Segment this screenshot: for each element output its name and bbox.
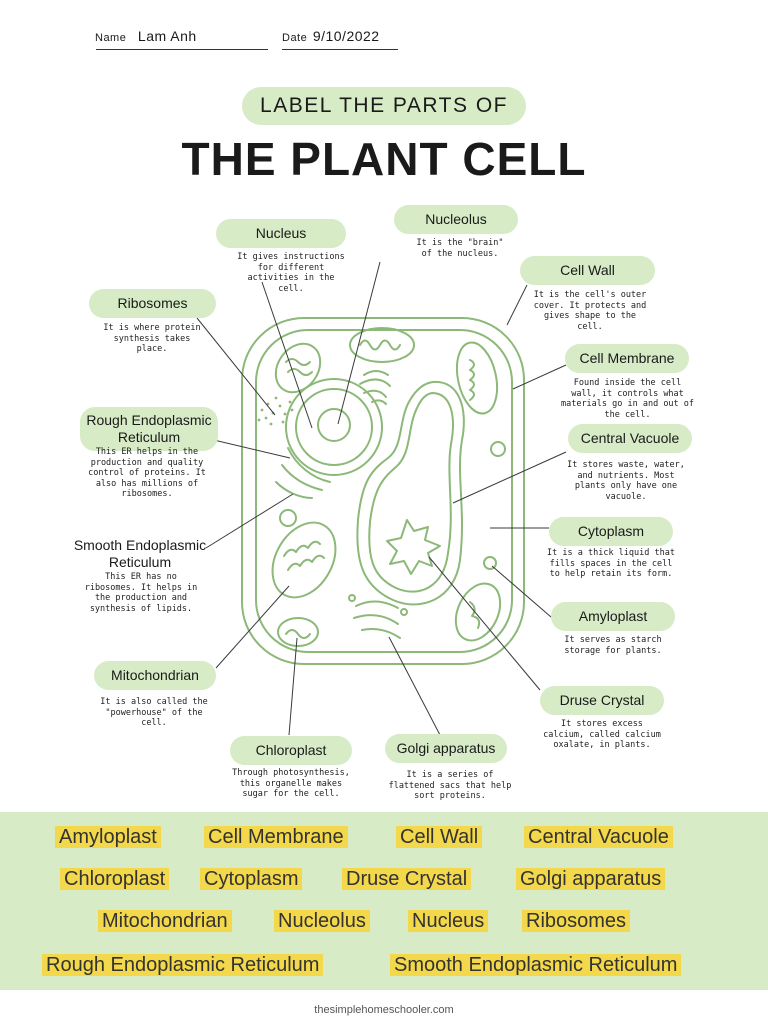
amyloplast-shape [483, 556, 497, 570]
label-chloroplast: Chloroplast [230, 736, 352, 765]
footer-source: thesimplehomeschooler.com [314, 1004, 454, 1016]
desc-cell-wall: It is the cell's outer cover. It protect… [533, 290, 647, 332]
name-underline [96, 49, 268, 50]
druse-crystal-shape [386, 519, 441, 575]
label-smooth-er: Smooth Endoplasmic Reticulum [73, 537, 207, 570]
golgi-shape [355, 600, 399, 609]
date-label: Date [282, 32, 308, 44]
label-ribosomes: Ribosomes [89, 289, 216, 318]
date-field: Date 9/10/2022 [282, 28, 380, 44]
desc-cell-membrane: Found inside the cell wall, it controls … [560, 378, 695, 420]
desc-nucleus: It gives instructions for different acti… [237, 252, 345, 294]
bank-word: Central Vacuole [524, 826, 673, 849]
bank-word: Nucleolus [274, 910, 370, 933]
bank-word: Cytoplasm [200, 868, 303, 891]
desc-golgi: It is a series of flattened sacs that he… [388, 770, 512, 801]
desc-druse-crystal: It stores excess calcium, called calcium… [543, 719, 661, 750]
bank-word: Chloroplast [60, 868, 170, 891]
date-underline [282, 49, 398, 50]
name-value: Lam Anh [137, 28, 197, 44]
label-cell-wall: Cell Wall [520, 256, 655, 285]
chloroplast-shape [277, 617, 319, 647]
bank-word: Cell Wall [396, 826, 483, 849]
desc-rough-er: This ER helps in the production and qual… [88, 447, 206, 499]
label-amyloplast: Amyloplast [551, 602, 675, 631]
word-bank: Amyloplast Cell Membrane Cell Wall Centr… [0, 812, 768, 990]
label-central-vacuole: Central Vacuole [568, 424, 692, 453]
label-cell-membrane: Cell Membrane [565, 344, 689, 373]
desc-ribosomes: It is where protein synthesis takes plac… [103, 323, 201, 354]
desc-amyloplast: It serves as starch storage for plants. [564, 635, 662, 656]
bank-word: Smooth Endoplasmic Reticulum [390, 954, 682, 977]
name-field: Name Lam Anh [95, 28, 197, 44]
desc-central-vacuole: It stores waste, water, and nutrients. M… [567, 460, 685, 502]
bank-word: Nucleus [408, 910, 489, 933]
name-label: Name [95, 32, 127, 44]
desc-chloroplast: Through photosynthesis, this organelle m… [232, 768, 350, 799]
desc-smooth-er: This ER has no ribosomes. It helps in th… [84, 572, 198, 614]
page-title: THE PLANT CELL [181, 133, 587, 185]
nucleolus-shape [317, 408, 351, 442]
label-druse-crystal: Druse Crystal [540, 686, 664, 715]
nucleus-shape [285, 378, 383, 476]
cell-membrane-shape [255, 329, 513, 653]
central-vacuole-shape [356, 380, 465, 606]
bank-word: Druse Crystal [342, 868, 472, 891]
subtitle: LABEL THE PARTS OF [242, 87, 526, 125]
date-value: 9/10/2022 [312, 28, 380, 44]
pointer-lines [179, 261, 567, 736]
desc-nucleolus: It is the "brain" of the nucleus. [416, 238, 504, 259]
bank-word: Amyloplast [55, 826, 161, 849]
label-cytoplasm: Cytoplasm [549, 517, 673, 546]
desc-cytoplasm: It is a thick liquid that fills spaces i… [547, 548, 675, 579]
bank-word: Golgi apparatus [516, 868, 666, 891]
label-golgi: Golgi apparatus [385, 734, 507, 763]
desc-mitochondrian: It is also called the "powerhouse" of th… [100, 697, 208, 728]
label-nucleus: Nucleus [216, 219, 346, 248]
label-mitochondrian: Mitochondrian [94, 661, 216, 690]
cell-wall-shape [241, 317, 525, 665]
label-nucleolus: Nucleolus [394, 205, 518, 234]
bank-word: Mitochondrian [98, 910, 232, 933]
bank-word: Rough Endoplasmic Reticulum [42, 954, 324, 977]
bank-word: Ribosomes [522, 910, 631, 933]
mitochondrian-shape [271, 521, 337, 599]
bank-word: Cell Membrane [204, 826, 348, 849]
label-rough-er: Rough Endoplasmic Reticulum [80, 407, 218, 451]
plant-cell-diagram [179, 261, 567, 736]
